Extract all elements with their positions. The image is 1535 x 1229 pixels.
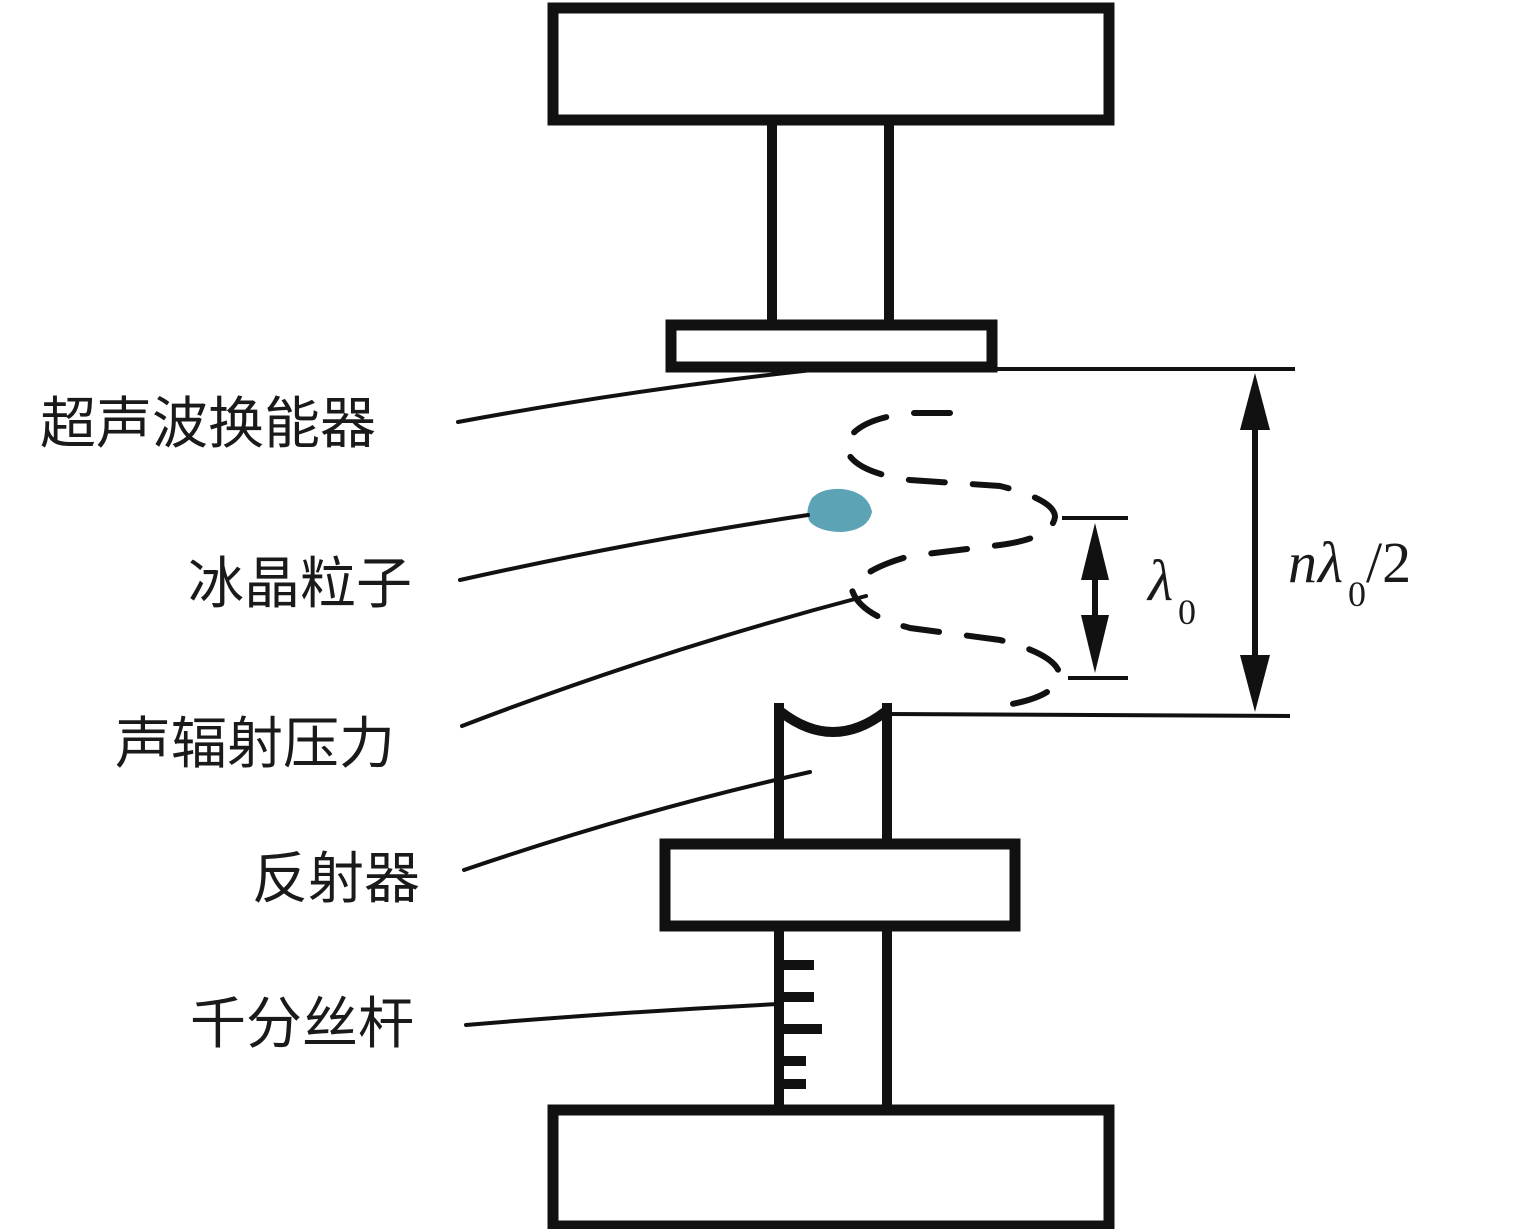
label-micrometer: 千分丝杆 — [190, 992, 414, 1057]
gap-suffix: /2 — [1366, 530, 1411, 595]
micrometer-leader-line — [464, 1002, 781, 1027]
top-mount-block — [547, 2, 1115, 126]
reflector-leader-line — [462, 770, 812, 872]
wavelength-subscript: 0 — [1178, 592, 1196, 632]
radiation-pressure-leader-line — [460, 594, 868, 728]
gap-symbol: λ — [1316, 530, 1343, 595]
standing-wave-curve — [842, 410, 1064, 709]
gap-subscript: 0 — [1348, 574, 1366, 614]
transducer-plate — [665, 319, 998, 373]
ice-particle — [807, 488, 872, 532]
arrow-head-down — [1081, 615, 1109, 673]
gap-prefix: n — [1288, 530, 1317, 595]
arrow-head-up — [1081, 523, 1109, 580]
reflector-block — [659, 838, 1021, 932]
transducer-leader-line — [456, 368, 814, 424]
label-acoustic-radiation-pressure: 声辐射压力 — [115, 712, 395, 777]
reflector-concave-surface — [777, 707, 889, 737]
label-wavelength: λ 0 — [1146, 548, 1196, 632]
arrow-head-down — [1240, 655, 1270, 712]
label-ice-particle: 冰晶粒子 — [188, 552, 412, 617]
ice-particle-leader-line — [458, 513, 810, 582]
lambda-double-arrow — [1081, 523, 1109, 673]
label-ultrasonic-transducer: 超声波换能器 — [40, 392, 376, 457]
gap-double-arrow — [1240, 373, 1270, 712]
arrow-head-up — [1240, 373, 1270, 430]
bottom-base-block — [547, 1104, 1115, 1229]
wavelength-symbol: λ — [1146, 548, 1173, 613]
bottom-reference-line — [888, 712, 1291, 718]
micrometer-scale-ticks — [784, 960, 822, 1089]
standing-wave-pattern — [842, 410, 1064, 709]
label-gap-distance: n λ 0 /2 — [1288, 530, 1411, 614]
label-reflector: 反射器 — [252, 847, 420, 912]
